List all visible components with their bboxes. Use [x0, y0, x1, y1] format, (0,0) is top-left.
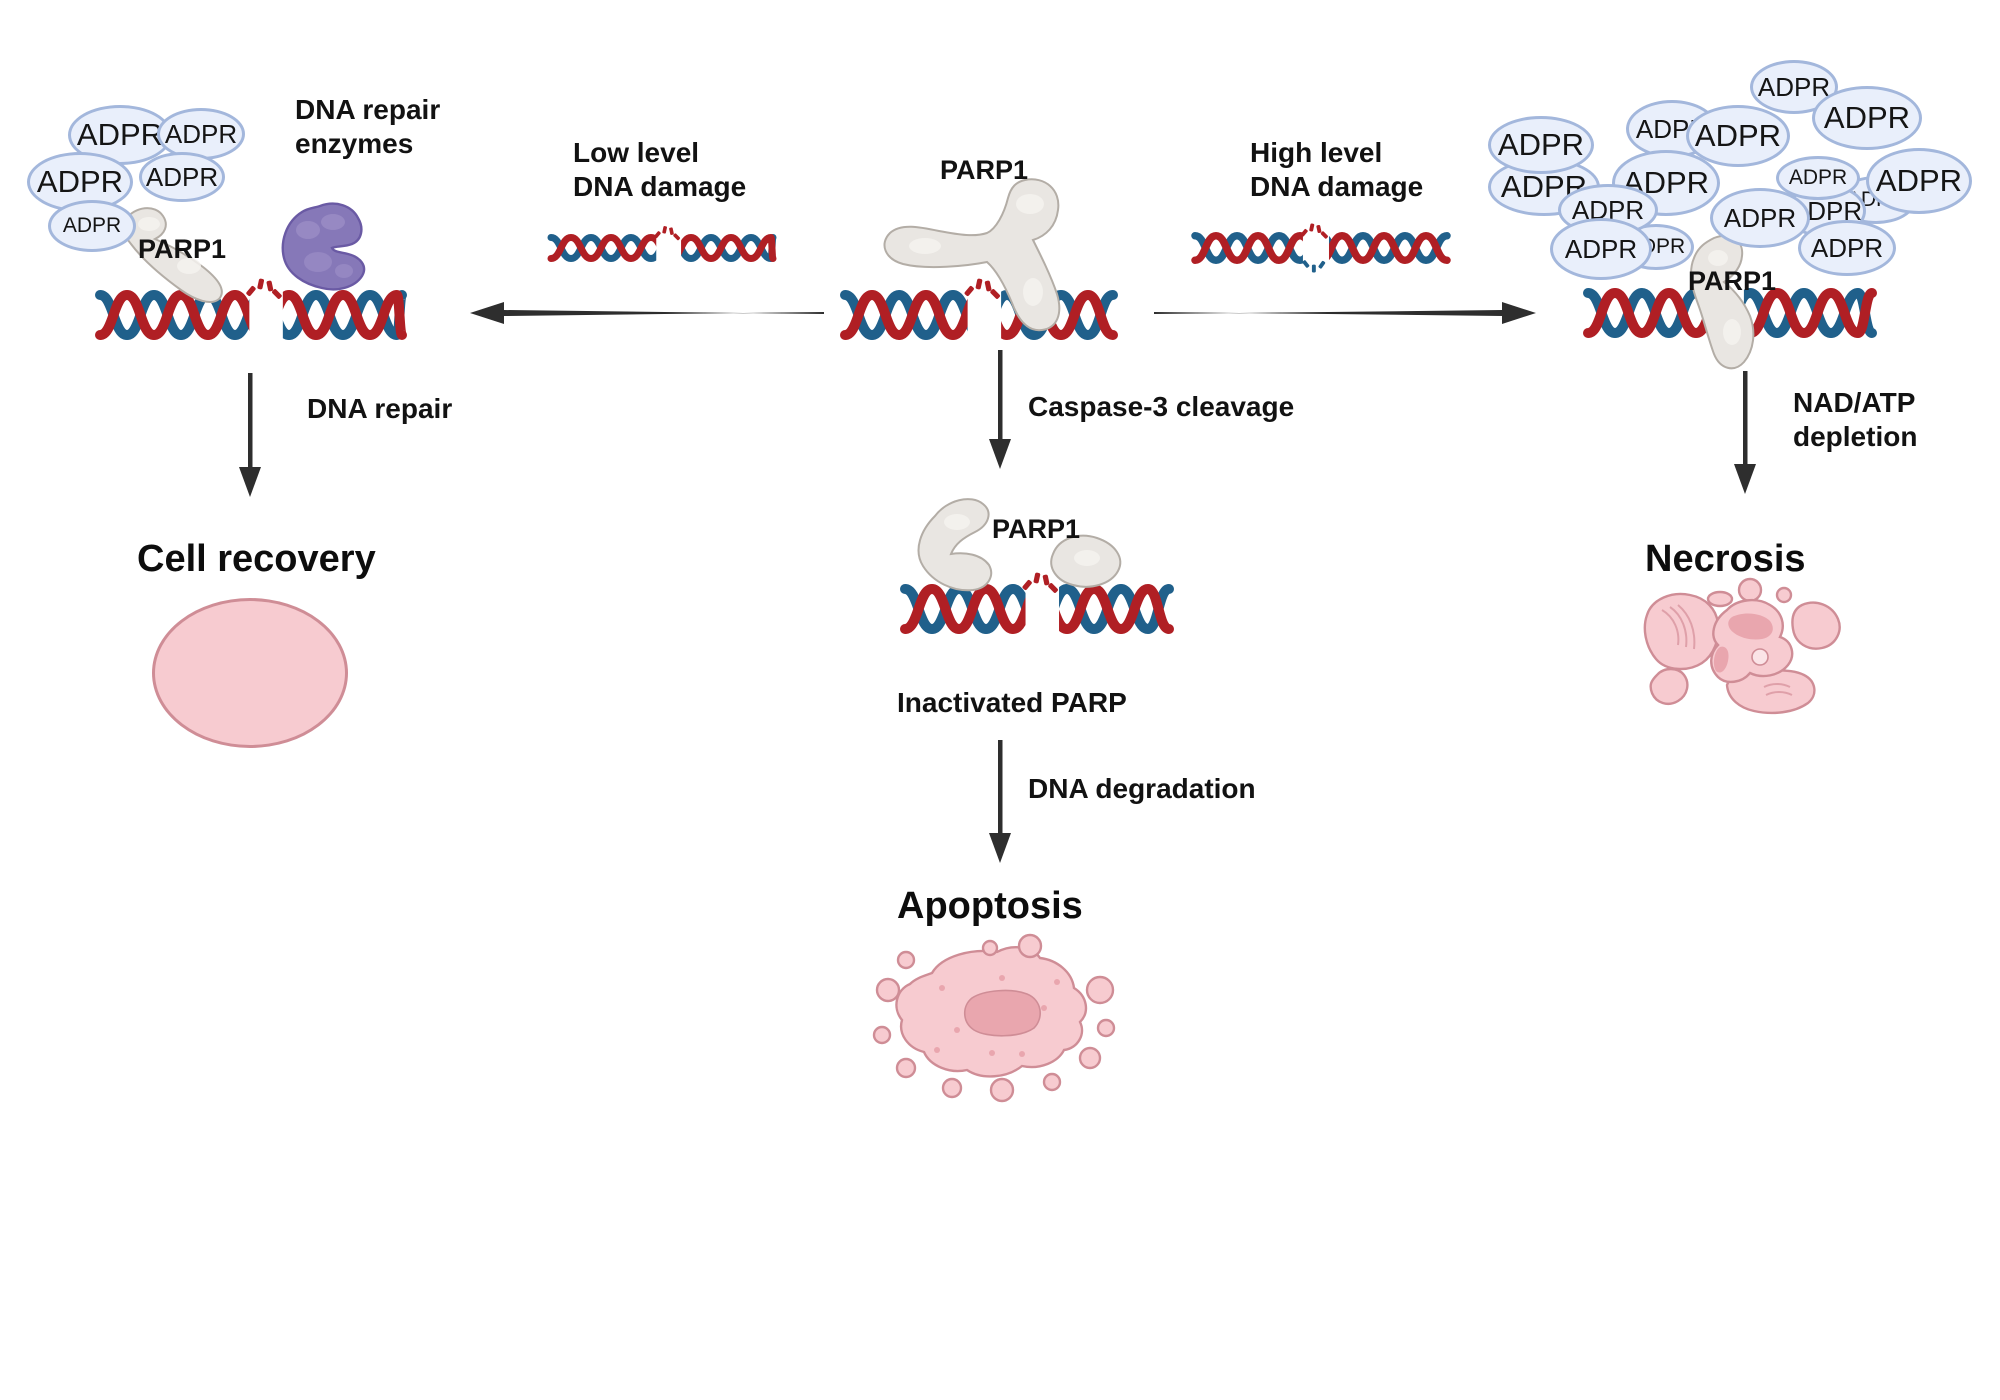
adpr-bubble: ADPR [1798, 220, 1896, 276]
parp1-protein-center [883, 178, 1061, 332]
arrow-dna-degradation [989, 740, 1011, 863]
apoptosis-heading: Apoptosis [897, 885, 1083, 927]
high-level-line2: DNA damage [1250, 171, 1424, 203]
adpr-bubble: ADPR [157, 108, 245, 160]
parp1-label-left: PARP1 [138, 234, 227, 264]
repair-enzyme-shape [281, 202, 366, 291]
adpr-bubble: ADPR [139, 152, 225, 202]
arrow-nad-depletion [1734, 371, 1756, 494]
caspase-cleavage-label: Caspase-3 cleavage [1028, 391, 1295, 422]
inactivated-parp-label: Inactivated PARP [897, 687, 1127, 718]
low-level-damage-label: Low level DNA damage [573, 136, 746, 204]
dna-repair-enzymes-label: DNA repair enzymes [295, 94, 441, 160]
dna-degradation-label: DNA degradation [1028, 773, 1256, 804]
dna-helix-cleaved [900, 572, 1174, 639]
parp1-label-right: PARP1 [1688, 266, 1777, 296]
dna-helix-high-damage [1191, 223, 1451, 273]
necrotic-cell-illustration [1643, 577, 1841, 715]
parp1-cleaved-fragments [917, 498, 1122, 592]
parp1-label-cleaved: PARP1 [992, 514, 1081, 544]
adpr-bubble: ADPR [1750, 60, 1838, 114]
healthy-cell-illustration [152, 598, 348, 748]
arrow-to-right-branch [1154, 302, 1536, 324]
parp1-label-center: PARP1 [940, 155, 1029, 185]
arrow-caspase-cleavage [989, 350, 1011, 469]
adpr-bubble: ADPR [1776, 156, 1860, 200]
dna-helix-low-damage [547, 226, 777, 266]
nad-atp-depletion-label: NAD/ATP depletion [1793, 387, 1918, 453]
arrow-to-left-branch [470, 302, 824, 324]
adpr-bubble: ADPR [1488, 116, 1594, 174]
low-level-line2: DNA damage [573, 171, 747, 203]
dna-helix-left [95, 278, 407, 345]
adpr-bubble: ADPR [1710, 188, 1810, 248]
cell-recovery-heading: Cell recovery [137, 538, 376, 580]
parp1-protein-right [1690, 235, 1755, 370]
dna-repair-step-label: DNA repair [307, 393, 453, 424]
necrosis-heading: Necrosis [1645, 538, 1806, 580]
high-level-damage-label: High level DNA damage [1250, 136, 1423, 204]
low-level-line1: Low level [573, 137, 700, 168]
adpr-bubble: ADPR [1550, 218, 1652, 280]
parp1-protein-left [121, 207, 223, 303]
high-level-line1: High level [1250, 137, 1383, 168]
adpr-bubble: ADPR [1812, 86, 1922, 150]
dna-helix-center [840, 278, 1118, 345]
adpr-bubble: ADPR [1866, 148, 1972, 214]
apoptotic-cell-illustration [872, 933, 1116, 1103]
adpr-bubble: ADPR [1686, 105, 1790, 167]
adpr-bubble: ADPR [48, 200, 136, 252]
arrow-dna-repair [239, 373, 261, 497]
